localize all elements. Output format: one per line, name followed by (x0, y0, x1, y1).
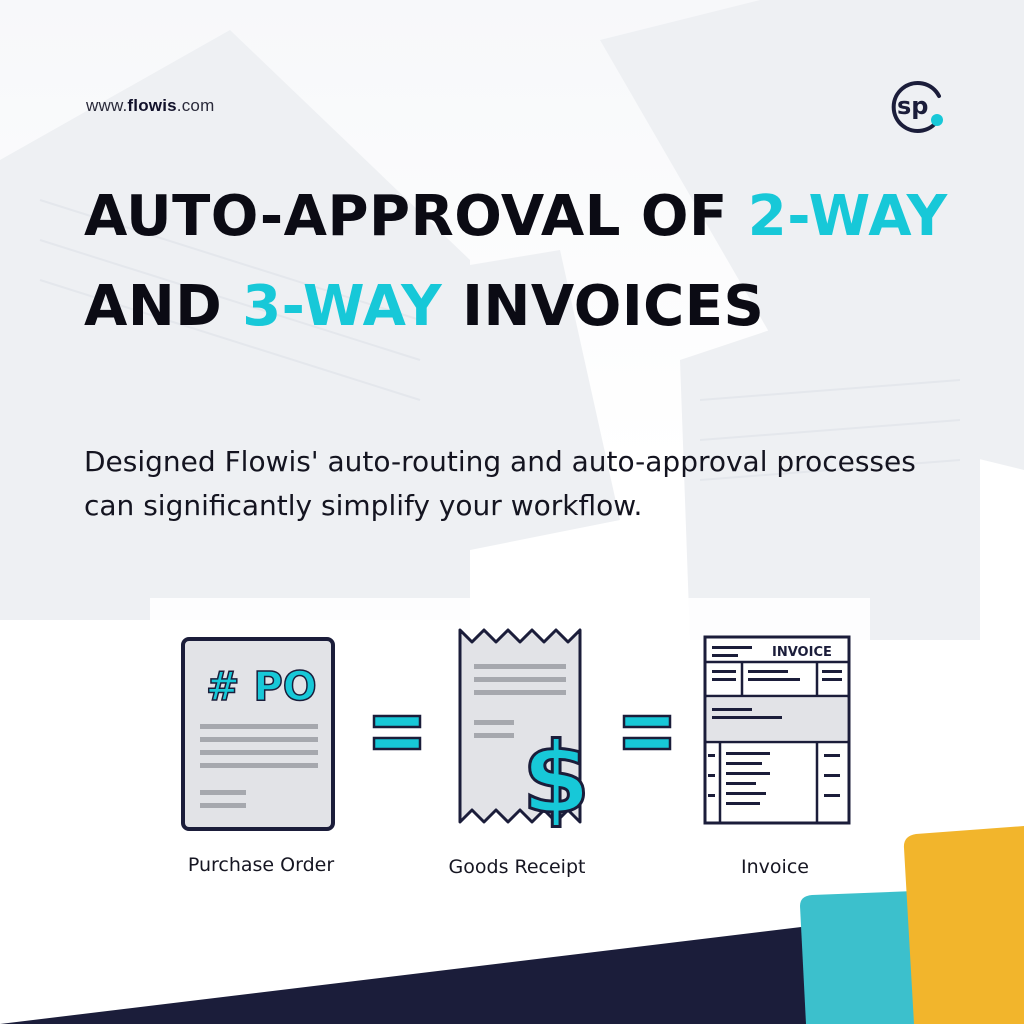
headline: AUTO-APPROVAL OF 2-WAY AND 3-WAY INVOICE… (84, 172, 964, 352)
url-suffix: .com (176, 96, 215, 115)
po-tag: # PO (206, 664, 317, 710)
headline-part1: AUTO-APPROVAL OF (84, 184, 748, 249)
description: Designed Flowis' auto-routing and auto-a… (84, 440, 984, 528)
goods-receipt-label: Goods Receipt (448, 856, 586, 878)
headline-part3: INVOICES (442, 274, 765, 339)
invoice-label: Invoice (741, 856, 809, 878)
headline-part2: AND (84, 274, 243, 339)
receipt-dollar-symbol: $ (522, 722, 590, 834)
purchase-order-label: Purchase Order (187, 854, 335, 876)
sp-logo-icon: sp (891, 81, 943, 133)
url-prefix: www. (86, 96, 128, 115)
invoice-icon: INVOICE (703, 635, 851, 825)
equals-icon (372, 714, 422, 751)
invoice-title: INVOICE (772, 645, 832, 660)
purchase-order-icon: # PO (181, 637, 335, 831)
equals-icon (622, 714, 672, 751)
goods-receipt-icon: $ (458, 628, 592, 834)
headline-highlight-2way: 2-WAY (747, 184, 948, 249)
logo-text: sp (897, 92, 928, 120)
site-url[interactable]: www.flowis.com (86, 96, 214, 116)
logo-dot (931, 114, 943, 126)
description-line2: can significantly simplify your workflow… (84, 489, 643, 522)
url-brand: flowis (127, 96, 177, 115)
description-line1: Designed Flowis' auto-routing and auto-a… (84, 445, 916, 478)
headline-highlight-3way: 3-WAY (242, 274, 443, 339)
